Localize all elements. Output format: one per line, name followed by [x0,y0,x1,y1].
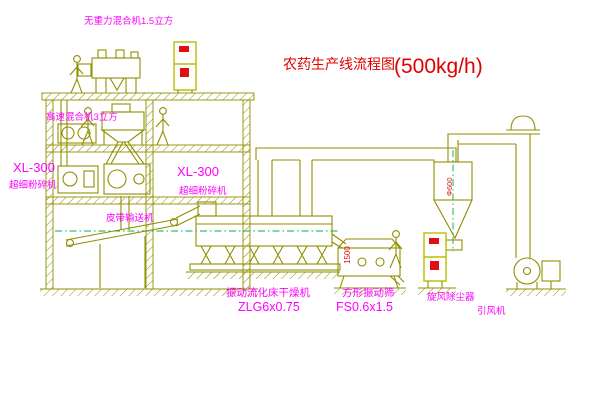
label-pulverizer-center-model: XL-300 [177,164,219,179]
dryer-body [195,215,333,247]
fan-legs [516,281,552,289]
conveyor-supports [99,236,146,288]
label-pulverizer-left-name: 超细粉碎机 [9,179,57,191]
feed-pipes-left [60,100,68,166]
cabinet2-indicator [430,261,439,270]
dryer-base [189,263,341,271]
label-pulverizer-center-name: 超细粉碎机 [179,185,227,197]
worker-1 [69,55,84,94]
cabinet2-nameplate [429,238,439,244]
fluid-bed-dryer [189,160,341,271]
column-left [45,99,54,290]
centerlines [55,150,454,252]
head-roller [169,217,179,227]
tail-roller [65,238,75,248]
label-belt-conveyor: 皮带输送机 [106,212,154,224]
roof-slab [41,92,255,101]
dryer-exhaust-risers [257,160,313,216]
gravity-mixer [77,49,141,93]
worker-4 [388,230,403,269]
pulverizer-center [103,163,151,230]
sieve-body [337,247,401,277]
pulverizer-left [57,165,99,194]
fan-casing [513,257,541,285]
stack-and-cap [447,115,540,258]
stack-duct [515,134,531,258]
duct-bottom-run [272,159,435,162]
dryer-springs [200,245,328,265]
induced-draft-fan [513,257,561,289]
pulverizer-rotor [107,169,127,189]
fan-motor [541,260,561,282]
label-induced-draft-fan: 引风机 [477,305,506,317]
y-discharge-pipes [105,141,145,165]
worker-3 [155,107,170,146]
sieve-vibrator-1 [357,257,367,267]
belt-top [65,218,179,241]
label-high-speed-mixer: 高速混合机3立方 [46,111,118,123]
mixer-legs [95,78,137,93]
column-right [242,99,251,290]
label-vibrating-sieve: 方形振动筛 [342,286,395,299]
cap-brim [506,129,540,135]
mixer-discharge-cone [109,77,125,92]
dim-cyclone-diameter: Φ600 [445,178,454,197]
outlet-elbow [447,133,530,145]
cyclone-separator [433,140,473,251]
cabinet1-nameplate [179,46,189,52]
ground-hatching [40,271,566,296]
diagram-title: 农药生产线流程图 [283,56,395,72]
label-dust-collector: 旋风除尘器 [427,291,475,303]
label-gravity-mixer: 无重力混合机1.5立方 [84,15,173,27]
aux-machine-floor2 [57,123,97,144]
sieve-vibrator-2 [375,257,385,267]
label-pulverizer-left-model: XL-300 [13,160,55,175]
label-fluid-bed-dryer-model: ZLG6x0.75 [238,300,300,314]
cabinet1-indicator [180,68,189,77]
mixer-body [91,57,141,79]
control-cabinet-2 [423,232,447,288]
belt-conveyor [65,205,201,288]
diagram-title-capacity: (500kg/h) [394,55,483,78]
exhaust-duct [255,147,457,162]
mixer2-cone [100,129,146,143]
high-speed-mixer [57,103,146,165]
cabinet1-body [173,41,197,91]
sieve-discharge [389,275,405,286]
duct-top-run [255,147,457,162]
workers [69,55,403,269]
label-fluid-bed-dryer: 振动流化床干燥机 [226,286,310,299]
dim-sieve-width: 1500 [343,246,352,264]
mixer2-motor [111,103,131,113]
pulverizer-body [103,163,151,195]
cap-dome [510,115,536,131]
mixer-motor [77,63,92,77]
worker-2 [80,107,95,146]
mixer2-legs [103,130,143,145]
rotary-valve [445,239,463,251]
pulverizer-down-pipe [120,196,130,230]
label-vibrating-sieve-model: FS0.6x1.5 [336,300,393,314]
cyclone-cone [433,199,473,240]
control-cabinet-1 [173,41,197,93]
fan-hub [522,266,532,276]
belt-bottom [65,224,179,247]
